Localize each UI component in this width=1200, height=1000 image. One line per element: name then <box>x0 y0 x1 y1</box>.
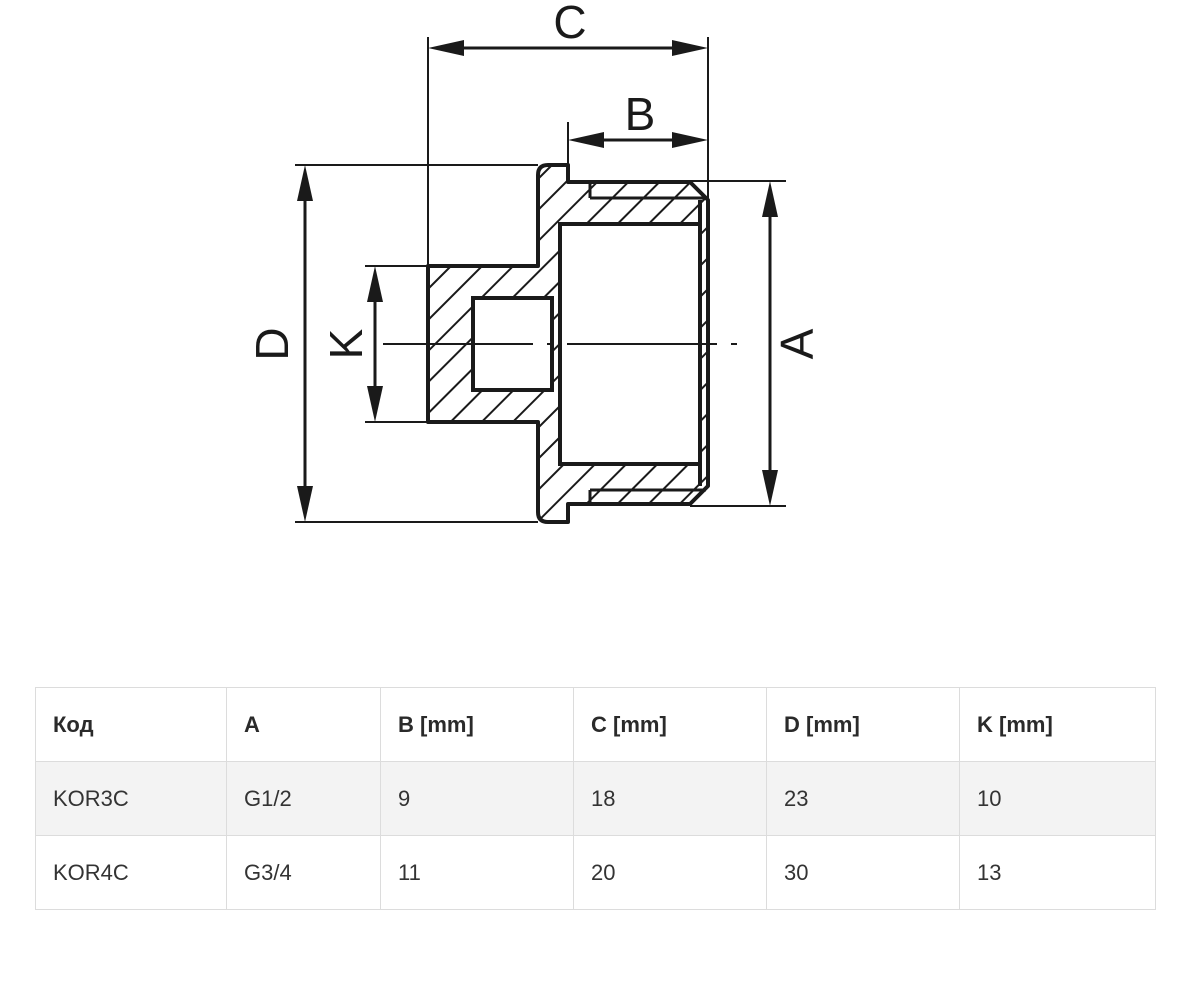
cell-k: 13 <box>959 835 1156 910</box>
cell-code: KOR3C <box>35 761 227 836</box>
label-b: B <box>625 88 656 140</box>
cell-d: 23 <box>766 761 960 836</box>
header-c: C [mm] <box>573 687 767 762</box>
table-header-row: Код A B [mm] C [mm] D [mm] K [mm] <box>35 687 1156 762</box>
cell-a: G1/2 <box>226 761 381 836</box>
extension-lines <box>295 37 786 523</box>
header-a: A <box>226 687 381 762</box>
header-d: D [mm] <box>766 687 960 762</box>
cell-k: 10 <box>959 761 1156 836</box>
cell-code: KOR4C <box>35 835 227 910</box>
dimension-k-line <box>367 266 383 422</box>
cell-b: 11 <box>380 835 574 910</box>
cell-c: 20 <box>573 835 767 910</box>
dimension-a-line <box>762 181 778 506</box>
header-b: B [mm] <box>380 687 574 762</box>
dimensions-table: Код A B [mm] C [mm] D [mm] K [mm] KOR3C … <box>35 687 1156 910</box>
dimension-lines <box>297 40 778 522</box>
dimension-c-line <box>428 40 708 56</box>
label-c: C <box>553 0 586 48</box>
header-code: Код <box>35 687 227 762</box>
header-k: K [mm] <box>959 687 1156 762</box>
cell-d: 30 <box>766 835 960 910</box>
dimension-b-line <box>568 132 708 148</box>
technical-drawing: C B D K A <box>246 0 823 524</box>
dimension-d-line <box>297 165 313 522</box>
cell-c: 18 <box>573 761 767 836</box>
table-row: KOR3C G1/2 9 18 23 10 <box>35 761 1156 836</box>
label-a: A <box>771 328 823 359</box>
label-d: D <box>246 327 298 360</box>
cell-b: 9 <box>380 761 574 836</box>
cell-a: G3/4 <box>226 835 381 910</box>
label-k: K <box>320 328 372 359</box>
table-row: KOR4C G3/4 11 20 30 13 <box>35 835 1156 910</box>
